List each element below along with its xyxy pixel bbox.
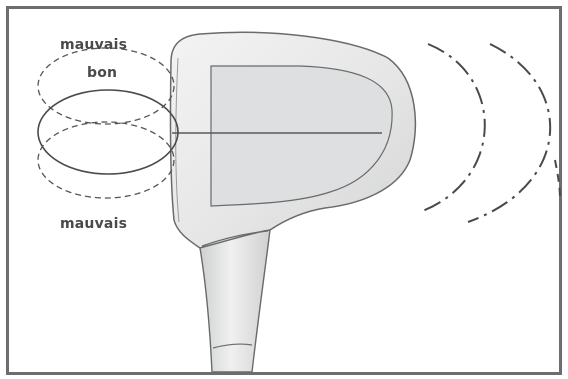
label-mauvais-bottom: mauvais xyxy=(60,217,127,231)
club-head xyxy=(170,32,415,248)
hosel xyxy=(200,230,270,372)
wave-edge xyxy=(555,160,560,198)
wave-inner xyxy=(420,44,485,212)
club-shaft xyxy=(200,230,270,372)
sound-waves xyxy=(420,44,560,222)
circle-mauvais-top xyxy=(38,48,174,124)
circle-bon xyxy=(38,90,178,174)
circle-mauvais-bottom xyxy=(38,122,174,198)
wave-outer xyxy=(468,44,550,222)
label-mauvais-top: mauvais xyxy=(60,38,127,52)
label-bon: bon xyxy=(87,66,117,80)
